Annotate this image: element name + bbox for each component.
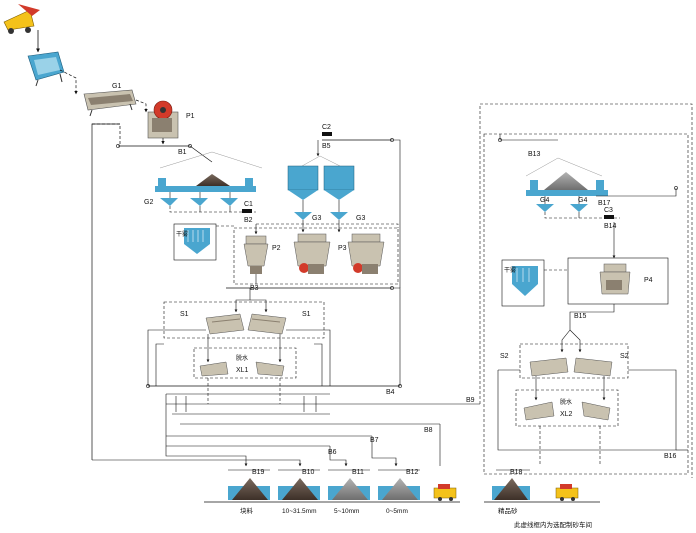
- coarse-stockpile: [155, 151, 263, 192]
- truck-icon-right: [555, 484, 579, 501]
- washer-area-xl2: [515, 389, 619, 427]
- label-s2b: S2: [620, 353, 629, 360]
- product-label-5: 精品砂: [498, 506, 518, 515]
- product-label-2: 10~31.5mm: [282, 508, 317, 515]
- label-c3: C3: [604, 207, 613, 214]
- feeders-g2: [160, 192, 238, 206]
- belt-b13: B13: [528, 151, 541, 158]
- belt-b1: B1: [178, 149, 187, 156]
- sand-maker-box: [567, 257, 669, 305]
- label-g3b: G3: [356, 215, 365, 222]
- belt-b14: B14: [604, 223, 617, 230]
- belt-b9: B9: [466, 397, 475, 404]
- fine-silos: [287, 155, 355, 200]
- label-p1: P1: [186, 113, 195, 120]
- sand-washer-xl1: [199, 361, 285, 377]
- label-g2: G2: [144, 199, 153, 206]
- product-label-1: 块料: [240, 506, 254, 515]
- sand-washer-xl2: [523, 401, 611, 421]
- label-s2a: S2: [500, 353, 509, 360]
- washer-area-xl1: [193, 347, 297, 379]
- label-p3: P3: [338, 245, 347, 252]
- hopper-icon: [27, 51, 65, 87]
- label-g4a: G4: [540, 197, 549, 204]
- belt-b2: B2: [244, 217, 253, 224]
- crushing-area: [233, 227, 399, 285]
- label-xl2: XL2: [560, 411, 573, 418]
- belt-b11: B11: [352, 469, 364, 476]
- belt-b5: B5: [322, 143, 331, 150]
- label-p4: P4: [644, 277, 653, 284]
- label-g1: G1: [112, 83, 121, 90]
- jaw-crusher-p1: [147, 100, 179, 139]
- belt-b7: B7: [370, 437, 379, 444]
- label-dewater2: 脱水: [560, 398, 572, 406]
- label-g3a: G3: [312, 215, 321, 222]
- label-g4b: G4: [578, 197, 587, 204]
- section-caption: 此虚线框内为选配制砂车间: [514, 520, 592, 529]
- belt-b8: B8: [424, 427, 433, 434]
- conveyor-c3: [604, 215, 614, 219]
- dump-truck-icon: [3, 4, 40, 34]
- screen-area-s1: [163, 301, 325, 339]
- label-dust-left: 干雾: [176, 230, 188, 238]
- cone-crusher-p3b: [347, 233, 385, 274]
- label-xl1: XL1: [236, 367, 249, 374]
- sand-maker-p4: [599, 263, 631, 295]
- belt-b12: B12: [406, 469, 419, 476]
- label-dust-right: 干雾: [504, 266, 516, 274]
- product-piles: [228, 478, 420, 500]
- workshop-stockpile: [525, 157, 608, 196]
- product-label-3: 5~10mm: [334, 508, 359, 515]
- belt-b6: B6: [328, 449, 337, 456]
- conveyor-c2: [322, 132, 332, 136]
- feeders-g4: [536, 196, 588, 212]
- label-s1a: S1: [180, 311, 189, 318]
- product-label-4: 0~5mm: [386, 508, 408, 515]
- vibrating-feeder-g1: [83, 89, 137, 117]
- belt-b15: B15: [574, 313, 587, 320]
- label-s1b: S1: [302, 311, 311, 318]
- cone-crusher-p2: [243, 235, 269, 274]
- label-c2: C2: [322, 124, 331, 131]
- belt-b4: B4: [386, 389, 395, 396]
- belt-b16: B16: [664, 453, 677, 460]
- cone-crusher-p3a: [293, 233, 331, 274]
- belt-b18: B18: [510, 469, 523, 476]
- conveyor-c1: [242, 209, 252, 213]
- vibrating-screen-s2: [529, 357, 613, 377]
- label-c1: C1: [244, 201, 253, 208]
- belt-b17: B17: [598, 200, 611, 207]
- belt-b3: B3: [250, 285, 259, 292]
- label-dewater1: 脱水: [236, 354, 248, 362]
- feeders-g3: [294, 200, 348, 220]
- belt-b10: B10: [302, 469, 315, 476]
- dust-collector-right: [501, 259, 545, 307]
- belt-b19: B19: [252, 469, 265, 476]
- dust-collector-left: [173, 223, 217, 261]
- vibrating-screen-s1: [205, 313, 287, 335]
- screen-area-s2: [519, 343, 629, 379]
- fine-sand-pile: [492, 478, 530, 500]
- sand-workshop-area: [483, 133, 689, 475]
- label-p2: P2: [272, 245, 281, 252]
- truck-icon-left: [433, 484, 457, 501]
